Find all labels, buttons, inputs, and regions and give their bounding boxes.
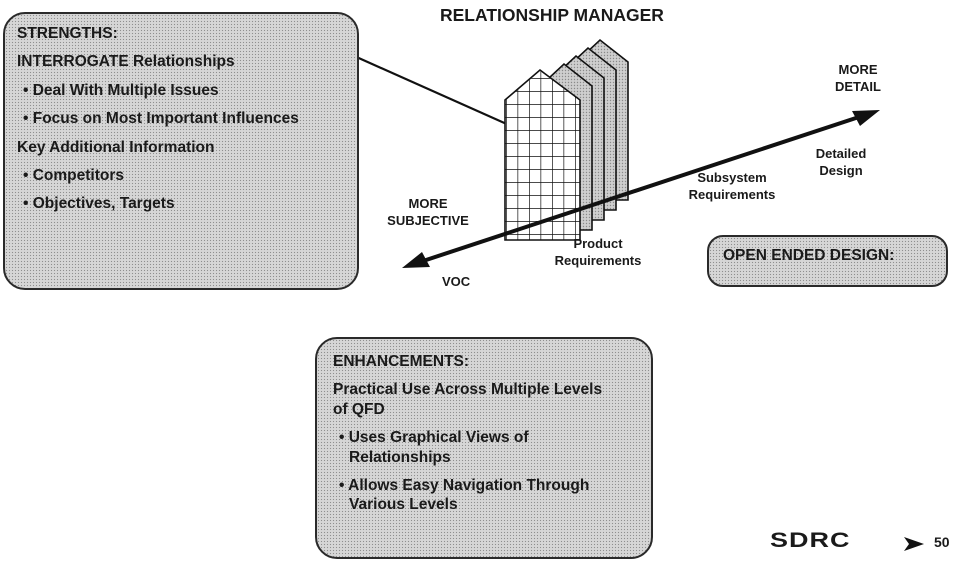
page-number: 50 xyxy=(934,534,950,550)
connector-line xyxy=(351,53,521,132)
voc-label: VOC xyxy=(442,274,471,289)
strengths-item: • Focus on Most Important Influences xyxy=(23,110,299,128)
open-ended-design-box: OPEN ENDED DESIGN: xyxy=(707,235,948,287)
enhancements-item: • Uses Graphical Views of Relationships xyxy=(339,429,529,466)
page-arrow-icon xyxy=(904,537,924,551)
enhancements-item: • Allows Easy Navigation Through Various… xyxy=(339,476,590,514)
strengths-box: STRENGTHS: INTERROGATE Relationships • D… xyxy=(3,12,359,290)
house-layer-1 xyxy=(504,68,581,241)
enhancements-heading: ENHANCEMENTS: xyxy=(333,353,470,370)
arrowhead-right xyxy=(852,110,880,126)
sdrc-logo: SDRC xyxy=(770,528,851,552)
detailed-design-label: Detailed Design xyxy=(815,146,867,178)
enhancements-item: Practical Use Across Multiple Levels of … xyxy=(333,381,603,418)
strengths-item: • Deal With Multiple Issues xyxy=(23,81,219,99)
subsystem-requirements-label: Subsystem Requirements xyxy=(688,170,776,202)
house-of-quality-stack xyxy=(504,38,629,241)
strengths-item: • Competitors xyxy=(23,166,125,184)
more-subjective-label: MORE SUBJECTIVE xyxy=(387,196,469,228)
open-ended-design-label: OPEN ENDED DESIGN: xyxy=(723,247,895,264)
detail-axis-arrow xyxy=(402,110,880,268)
product-requirements-label: Product Requirements xyxy=(554,236,642,268)
more-detail-label: MORE DETAIL xyxy=(835,62,881,94)
enhancements-box: ENHANCEMENTS: Practical Use Across Multi… xyxy=(315,337,653,559)
strengths-item: • Objectives, Targets xyxy=(23,195,175,213)
strengths-item: Key Additional Information xyxy=(17,138,215,156)
diagram-title: RELATIONSHIP MANAGER xyxy=(440,5,664,25)
arrowhead-left xyxy=(402,252,430,268)
strengths-item: INTERROGATE Relationships xyxy=(17,53,235,71)
strengths-heading: STRENGTHS: xyxy=(17,25,118,42)
